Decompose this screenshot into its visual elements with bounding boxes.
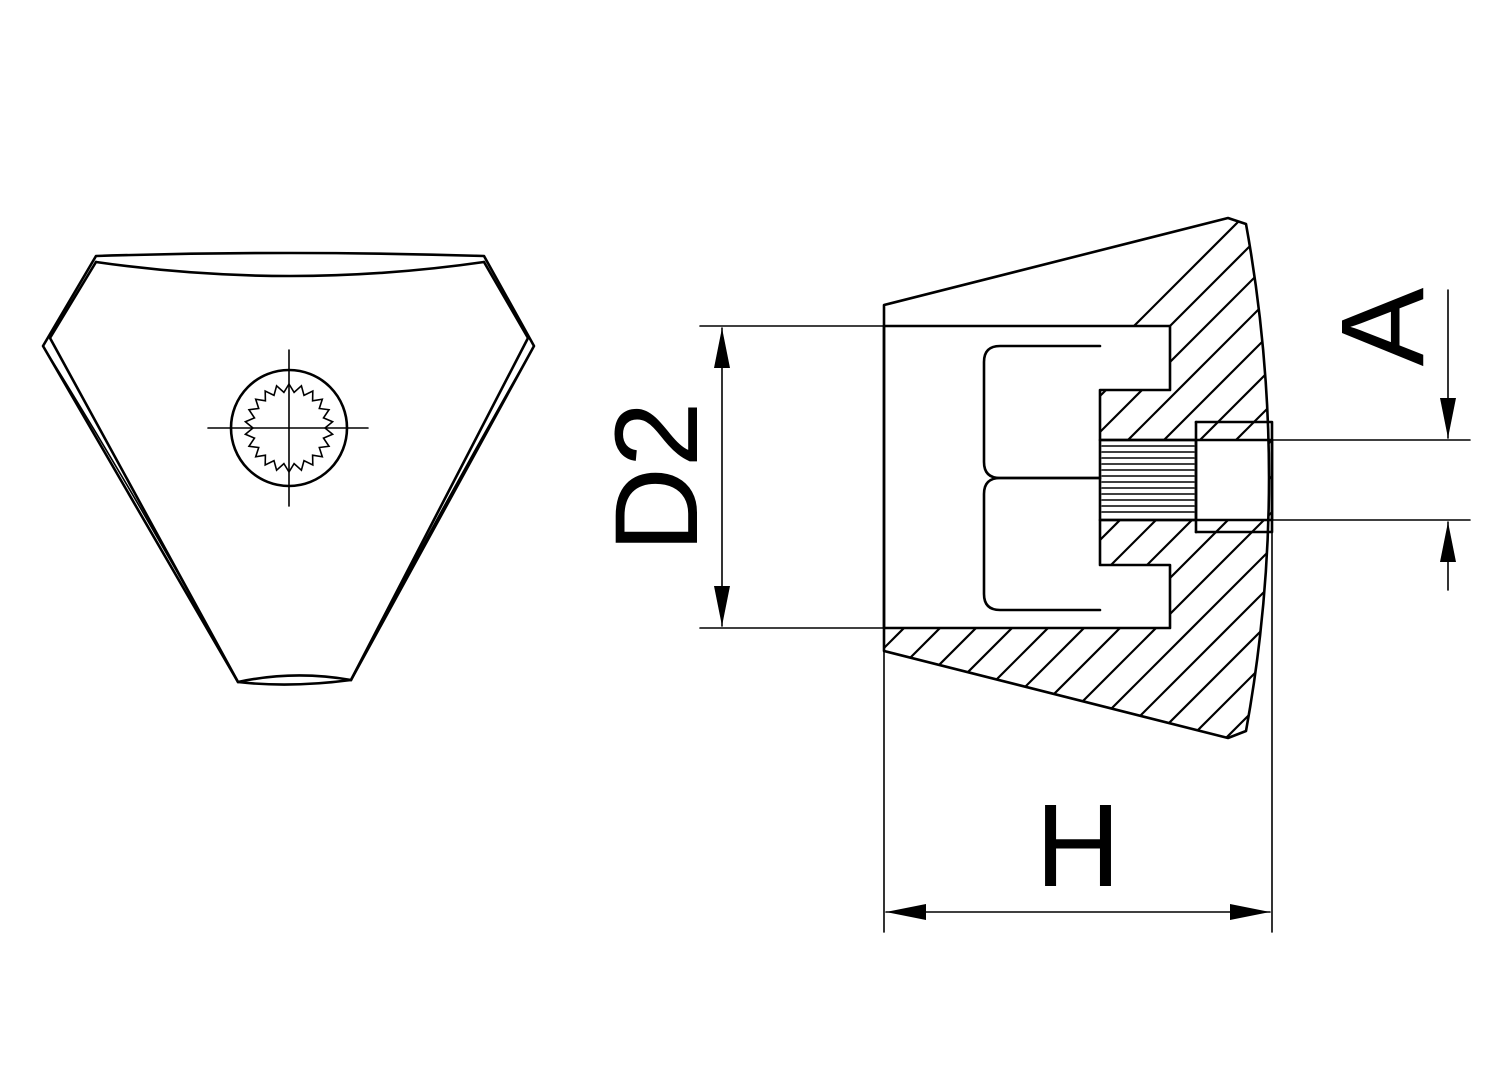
knurl-frame — [1098, 438, 1198, 522]
knob-right-chamfer — [350, 345, 535, 681]
dimension-a: A — [1271, 287, 1471, 591]
hatch-line — [884, 218, 1272, 738]
knob-top-edge — [94, 260, 486, 278]
top-view — [41, 251, 536, 686]
knob-outline — [41, 251, 536, 686]
hatch-line — [1203, 218, 1272, 738]
knob-left-chamfer — [42, 345, 239, 683]
hatch-line — [1059, 218, 1272, 738]
a-label: A — [1317, 287, 1449, 366]
hatch-line — [1456, 200, 1512, 760]
dimension-h: H — [883, 519, 1273, 933]
knob-right-facet — [349, 260, 530, 682]
hatch-line — [1167, 218, 1272, 738]
hatch-line — [1276, 200, 1512, 760]
hatch-line — [1023, 218, 1272, 738]
hatch-line — [1131, 218, 1272, 738]
hatch-line — [1492, 200, 1512, 760]
shaft-bore — [1194, 420, 1274, 534]
hatch-line — [884, 218, 1272, 738]
insert-nut-lower — [982, 476, 1102, 612]
hatch-line — [1312, 200, 1512, 760]
dimension-d2: D2 — [591, 325, 885, 629]
knob-left-facet — [48, 260, 240, 684]
knob-bottom-edge — [236, 674, 353, 684]
hatch-line — [1239, 218, 1272, 738]
hatch-line — [884, 218, 1272, 738]
cross-section: D2 H A — [591, 200, 1512, 933]
hatch-line — [884, 218, 1272, 738]
hatch-line — [987, 218, 1272, 738]
hatch-line — [951, 218, 1272, 738]
h-label: H — [1035, 780, 1120, 912]
hatch-line — [1384, 200, 1512, 760]
insert-nut-upper — [982, 344, 1102, 480]
knurled-insert — [1098, 438, 1198, 522]
d2-label: D2 — [591, 402, 723, 553]
hatch-line — [1095, 218, 1272, 738]
body-outline — [882, 216, 1271, 740]
hatch-line — [1420, 200, 1512, 760]
hatch-line — [1348, 200, 1512, 760]
section-hatching — [884, 200, 1512, 760]
